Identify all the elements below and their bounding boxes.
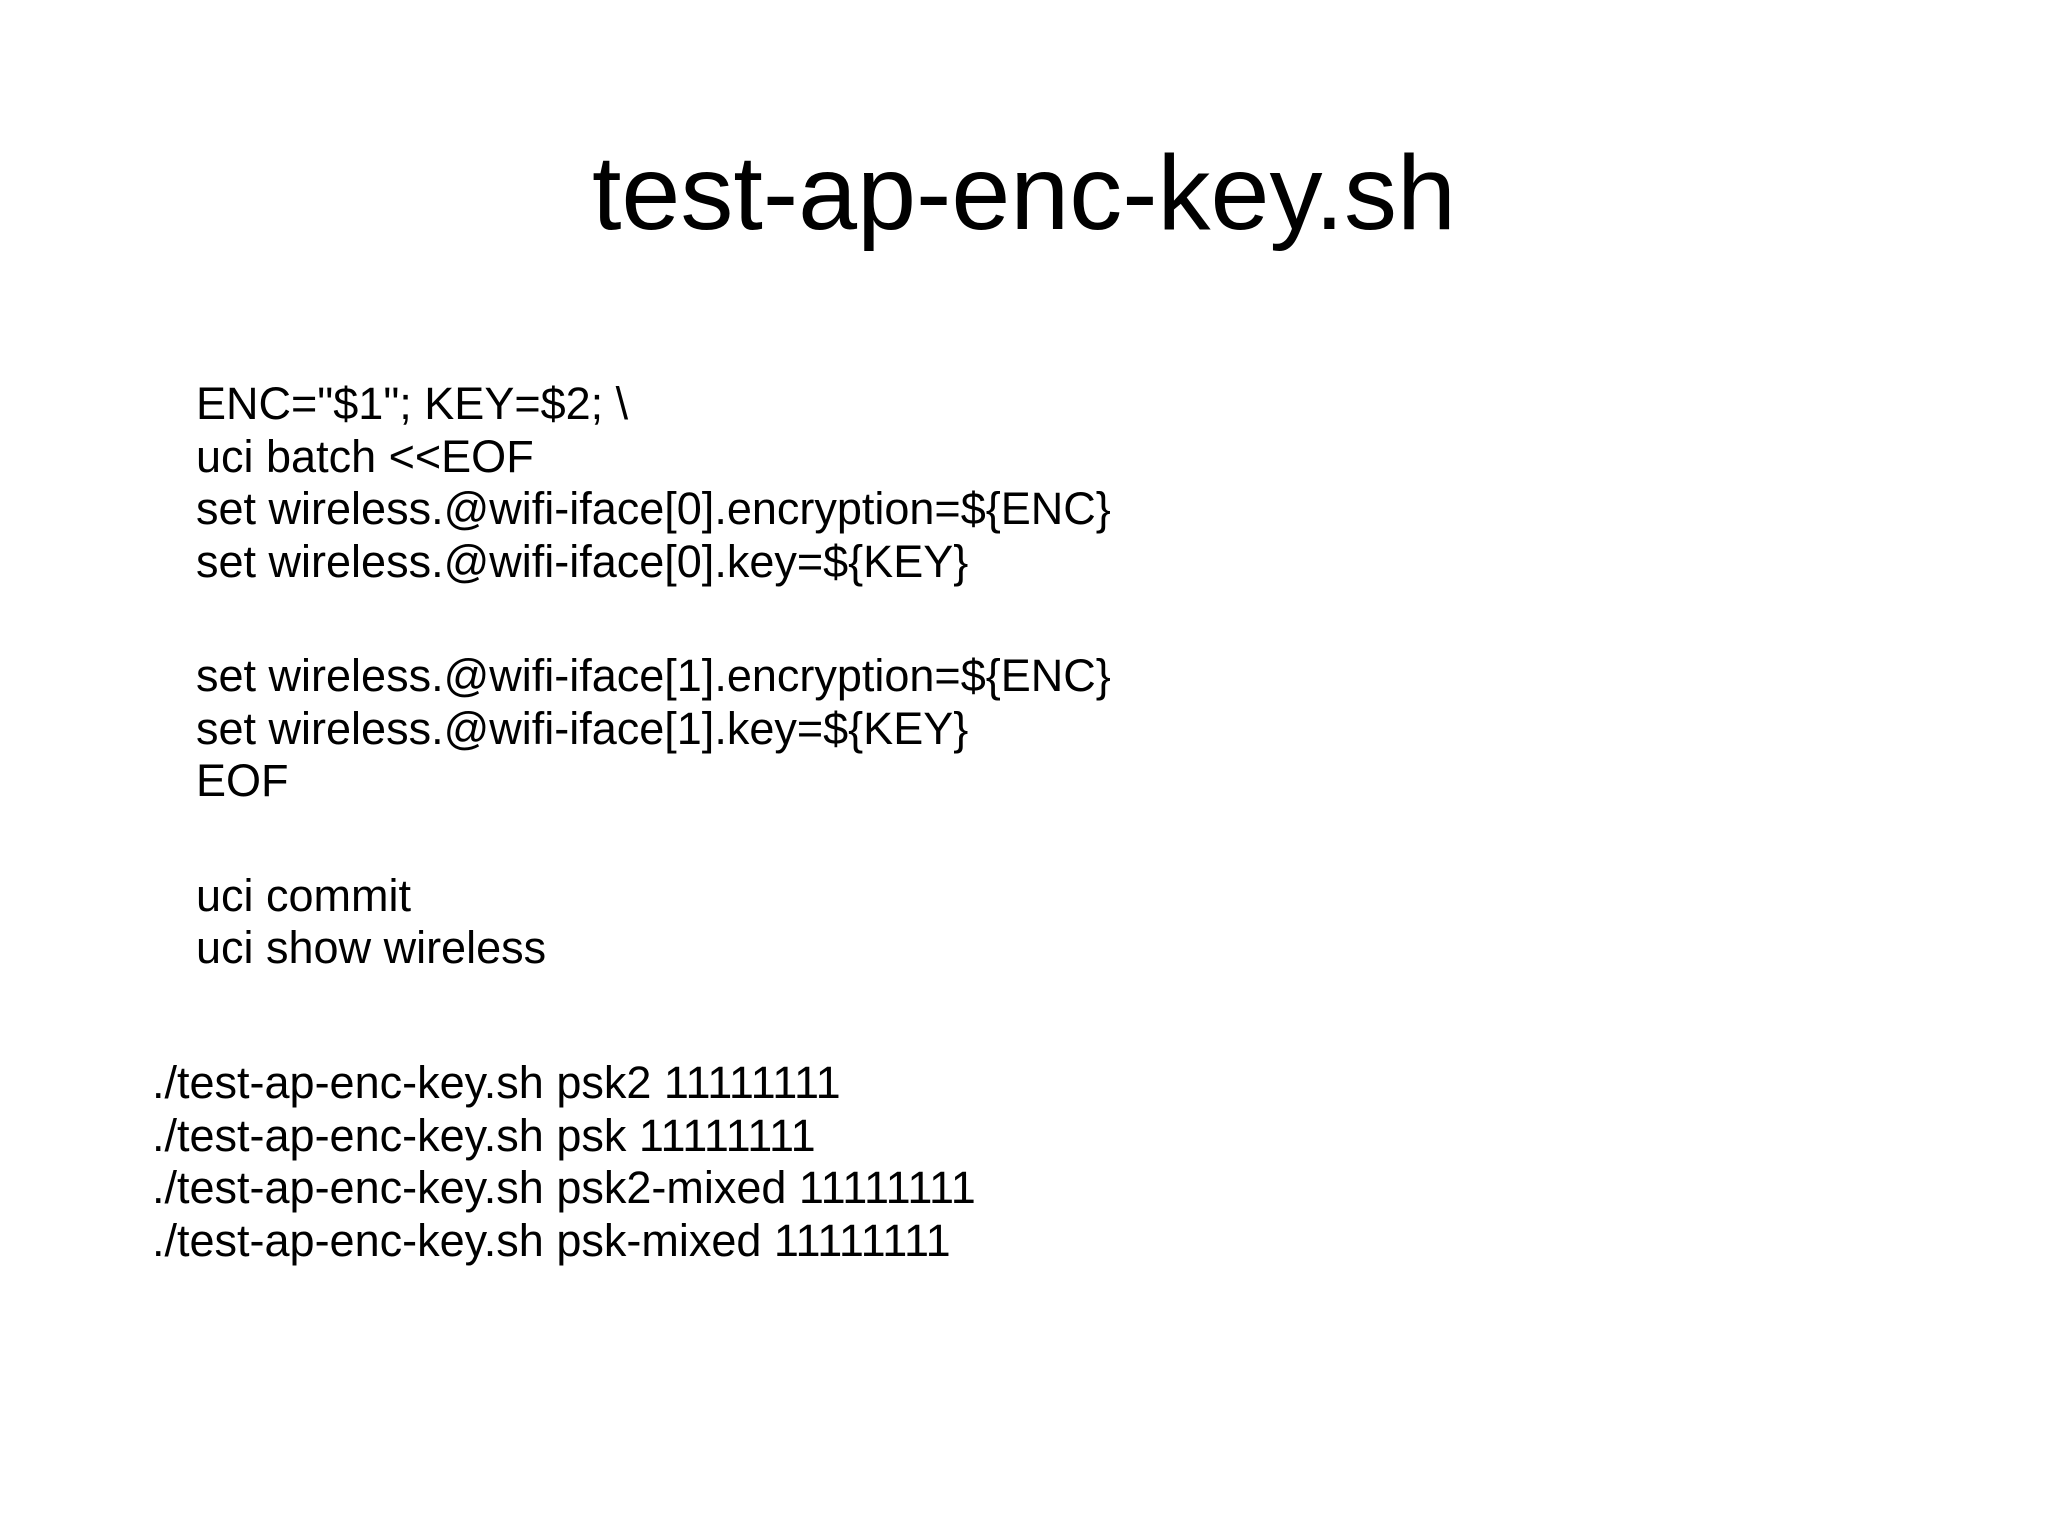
usage-line: ./test-ap-enc-key.sh psk 11111111 bbox=[152, 1109, 816, 1161]
code-line: set wireless.@wifi-iface[0].key=${KEY} bbox=[196, 535, 969, 587]
code-line: uci batch <<EOF bbox=[196, 430, 534, 482]
code-line: EOF bbox=[196, 755, 289, 806]
code-line: set wireless.@wifi-iface[1].encryption=$… bbox=[196, 650, 1111, 701]
usage-line: ./test-ap-enc-key.sh psk-mixed 11111111 bbox=[152, 1214, 951, 1266]
slide-title: test-ap-enc-key.sh bbox=[591, 134, 1457, 252]
usage-line: ./test-ap-enc-key.sh psk2-mixed 11111111 bbox=[152, 1162, 976, 1213]
code-line: ENC="$1"; KEY=$2; \ bbox=[196, 378, 629, 429]
usage-examples: ./test-ap-enc-key.sh psk2 11111111 ./tes… bbox=[152, 1057, 976, 1267]
code-line: set wireless.@wifi-iface[0].encryption=$… bbox=[196, 483, 1111, 534]
paragraph-gap bbox=[196, 808, 1111, 870]
script-code-block: ENC="$1"; KEY=$2; \ uci batch <<EOF set … bbox=[196, 378, 1111, 975]
code-line: set wireless.@wifi-iface[1].key=${KEY} bbox=[196, 702, 969, 754]
paragraph-gap bbox=[196, 588, 1111, 650]
usage-line: ./test-ap-enc-key.sh psk2 11111111 bbox=[152, 1057, 841, 1108]
code-line: uci commit bbox=[196, 869, 412, 921]
code-line: uci show wireless bbox=[196, 922, 547, 973]
